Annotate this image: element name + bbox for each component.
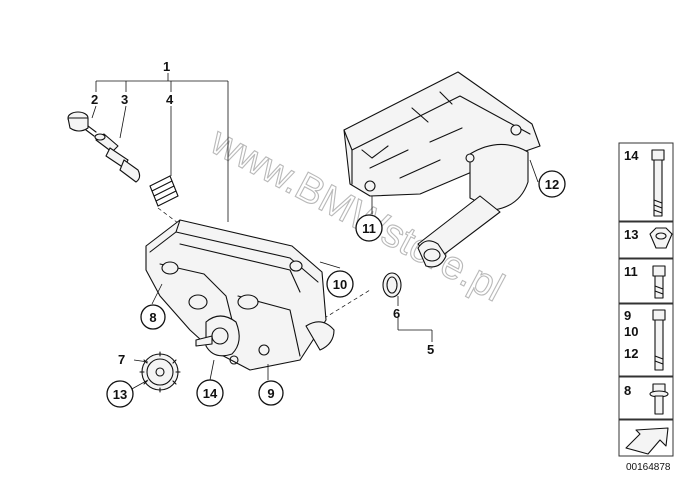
oring-part (382, 272, 402, 298)
svg-text:8: 8 (624, 383, 631, 398)
callout-7: 7 (118, 352, 125, 367)
svg-text:8: 8 (149, 310, 156, 325)
svg-text:10: 10 (333, 277, 347, 292)
callout-11: 11 (355, 214, 383, 242)
oil-pickup-assembly (343, 71, 541, 268)
group-bracket-1 (91, 73, 229, 222)
callout-12: 12 (538, 170, 566, 198)
fastener-sidebar: 14 13 11 (618, 142, 674, 457)
svg-text:14: 14 (203, 386, 218, 401)
valve-piston-part (94, 133, 141, 183)
assembly-line-right (317, 289, 371, 323)
svg-text:13: 13 (113, 387, 127, 402)
short-bolt-icon (652, 265, 666, 299)
callout-14: 14 (196, 379, 224, 407)
callout-5: 5 (427, 342, 434, 357)
callout-6: 6 (393, 306, 400, 321)
callout-13: 13 (106, 380, 134, 408)
sidebar-item-13[interactable]: 13 (618, 221, 674, 259)
sidebar-nav-button[interactable] (618, 419, 674, 457)
spring-part (149, 175, 179, 207)
document-number: 00164878 (626, 462, 671, 473)
stud-bolt-icon (652, 309, 666, 371)
sidebar-item-11[interactable]: 11 (618, 258, 674, 304)
leaders-right (129, 159, 539, 391)
callout-8: 8 (140, 304, 166, 330)
oil-pump-housing (145, 219, 335, 371)
svg-text:12: 12 (545, 177, 559, 192)
callout-3: 3 (121, 92, 128, 107)
arrow-down-right-icon (625, 427, 669, 455)
callout-1: 1 (163, 59, 170, 74)
svg-text:9: 9 (267, 386, 274, 401)
svg-text:12: 12 (624, 346, 638, 361)
sidebar-item-14[interactable]: 14 (618, 142, 674, 222)
plug-part (67, 111, 97, 137)
svg-text:11: 11 (624, 264, 638, 279)
sidebar-item-9-10-12[interactable]: 9 10 12 (618, 303, 674, 377)
svg-text:14: 14 (624, 148, 639, 163)
hex-nut-icon (649, 227, 673, 249)
callout-9: 9 (258, 380, 284, 406)
sidebar-item-8[interactable]: 8 (618, 376, 674, 420)
svg-text:13: 13 (624, 227, 638, 242)
callout-2: 2 (91, 92, 98, 107)
svg-text:9: 9 (624, 308, 631, 323)
svg-text:10: 10 (624, 324, 638, 339)
sprocket-part (139, 351, 181, 393)
long-bolt-icon (651, 149, 665, 217)
svg-text:11: 11 (362, 221, 376, 236)
flange-bolt-icon (649, 383, 669, 415)
callout-4: 4 (166, 92, 174, 107)
callout-10: 10 (326, 270, 354, 298)
